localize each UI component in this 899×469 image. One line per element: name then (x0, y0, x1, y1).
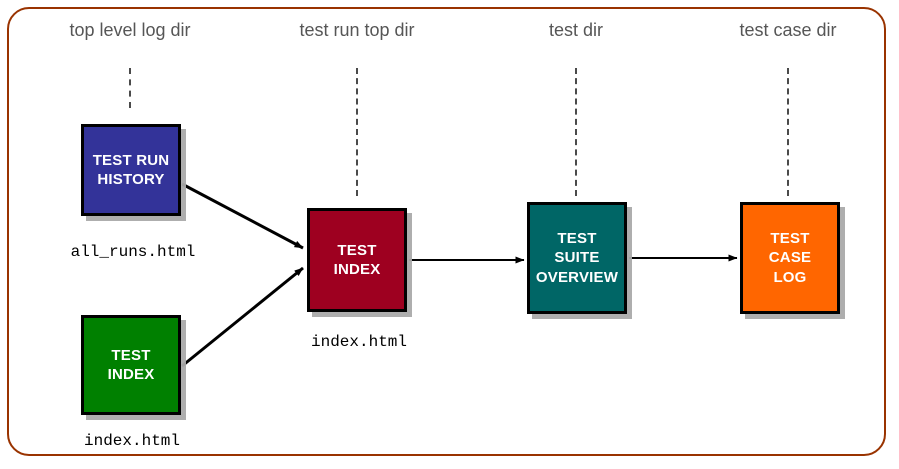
dashed-guide-line-1 (129, 68, 131, 108)
dashed-guide-line-3 (575, 68, 577, 196)
caption-index-html-green: index.html (83, 432, 181, 450)
node-label-line: INDEX (333, 261, 381, 278)
node-label-line: INDEX (107, 366, 155, 383)
caption-all-runs-html: all_runs.html (70, 243, 196, 261)
caption-index-html-red: index.html (310, 333, 408, 351)
node-label-line: TEST RUN (92, 151, 170, 169)
column-header-test-run-top-dir: test run top dir (299, 20, 415, 40)
column-header-test-case-dir: test case dir (739, 20, 837, 40)
node-label-line: TEST (770, 230, 810, 248)
edge-history-to-index (181, 182, 304, 250)
node-label-line: TEST (337, 241, 377, 259)
node-test-index-red[interactable]: TEST INDEX (307, 208, 407, 312)
node-test-suite-overview[interactable]: TEST SUITE OVERVIEW (527, 202, 627, 314)
node-test-index-green[interactable]: TEST INDEX (81, 315, 181, 415)
node-label-line: TEST (557, 230, 597, 248)
node-label-line: SUITE (554, 249, 600, 267)
node-label-line: TEST (111, 346, 151, 364)
node-test-case-log[interactable]: TEST CASE LOG (740, 202, 840, 314)
column-header-top-level-log-dir: top level log dir (69, 20, 191, 40)
column-header-test-dir: test dir (548, 20, 604, 40)
dashed-guide-line-2 (356, 68, 358, 196)
node-test-run-history[interactable]: TEST RUN HISTORY (81, 124, 181, 216)
node-label-line: CASE (768, 249, 812, 267)
node-label-line: OVERVIEW (535, 268, 619, 286)
dashed-guide-line-4 (787, 68, 789, 196)
node-label-line: HISTORY (97, 171, 165, 188)
node-label-line: LOG (773, 268, 807, 286)
edge-green-to-index (181, 266, 304, 368)
